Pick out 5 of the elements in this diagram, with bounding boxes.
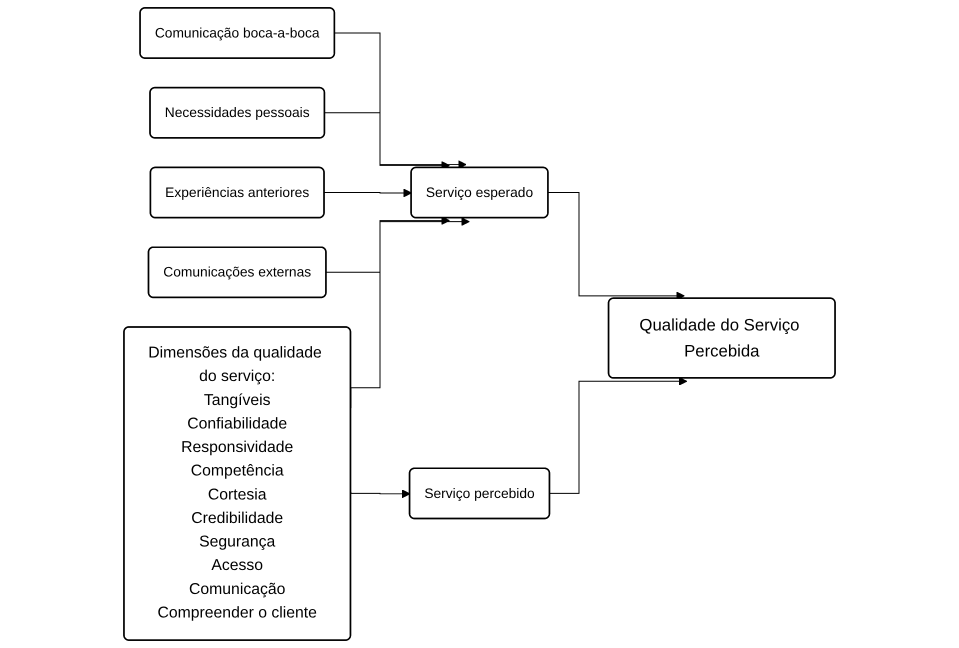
arrow <box>324 188 412 198</box>
arrow <box>350 489 410 498</box>
arrow <box>549 376 688 494</box>
arrow <box>326 216 450 274</box>
arrow <box>334 32 467 169</box>
